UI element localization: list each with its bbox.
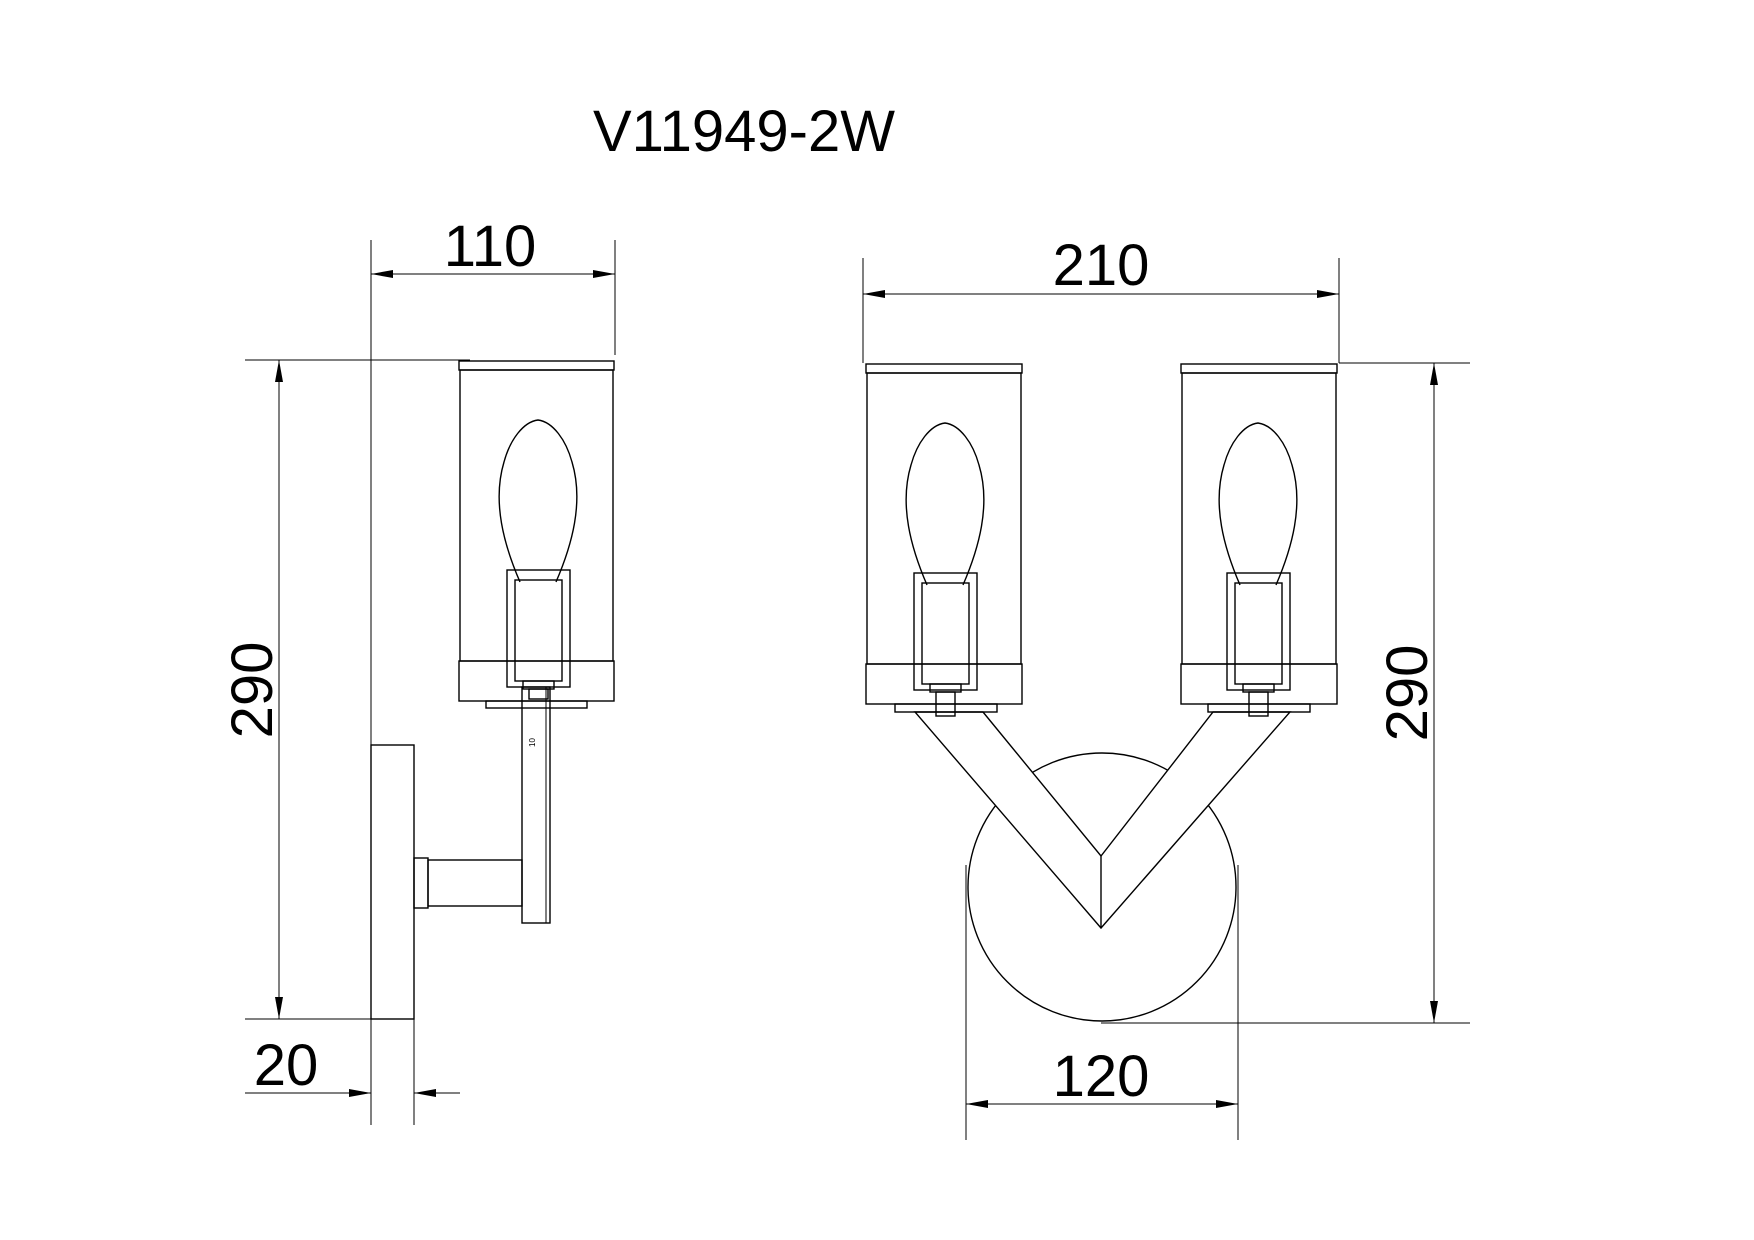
- side-depth-label: 20: [254, 1033, 319, 1098]
- front-v-arms: [913, 711, 1292, 930]
- side-arm: [427, 859, 523, 907]
- side-depth-dimension: 20: [245, 1019, 460, 1125]
- front-height-label: 290: [1375, 645, 1440, 742]
- front-width-dimension: 210: [862, 233, 1340, 363]
- front-width-label: 210: [1053, 233, 1150, 298]
- front-backplate-label: 120: [1053, 1044, 1150, 1109]
- front-height-dimension: 290: [1101, 362, 1470, 1024]
- front-backplate-dimension: 120: [965, 865, 1239, 1140]
- side-connector: [413, 857, 429, 909]
- side-height-dimension: 290: [220, 359, 470, 1020]
- side-lamp: [458, 360, 615, 709]
- side-view: 110 290 20 10: [220, 214, 616, 1125]
- front-view: 210 290 120: [862, 233, 1470, 1140]
- side-wall-plate: [370, 744, 415, 1020]
- side-height-label: 290: [220, 642, 285, 739]
- front-backplate: [967, 752, 1237, 1022]
- front-lamp-left: [865, 363, 1023, 717]
- side-stem-label: 10: [528, 738, 537, 747]
- model-title: V11949-2W: [593, 99, 895, 164]
- side-width-label: 110: [444, 214, 536, 279]
- front-lamp-right: [1180, 363, 1338, 717]
- side-width-dimension: 110: [370, 214, 616, 745]
